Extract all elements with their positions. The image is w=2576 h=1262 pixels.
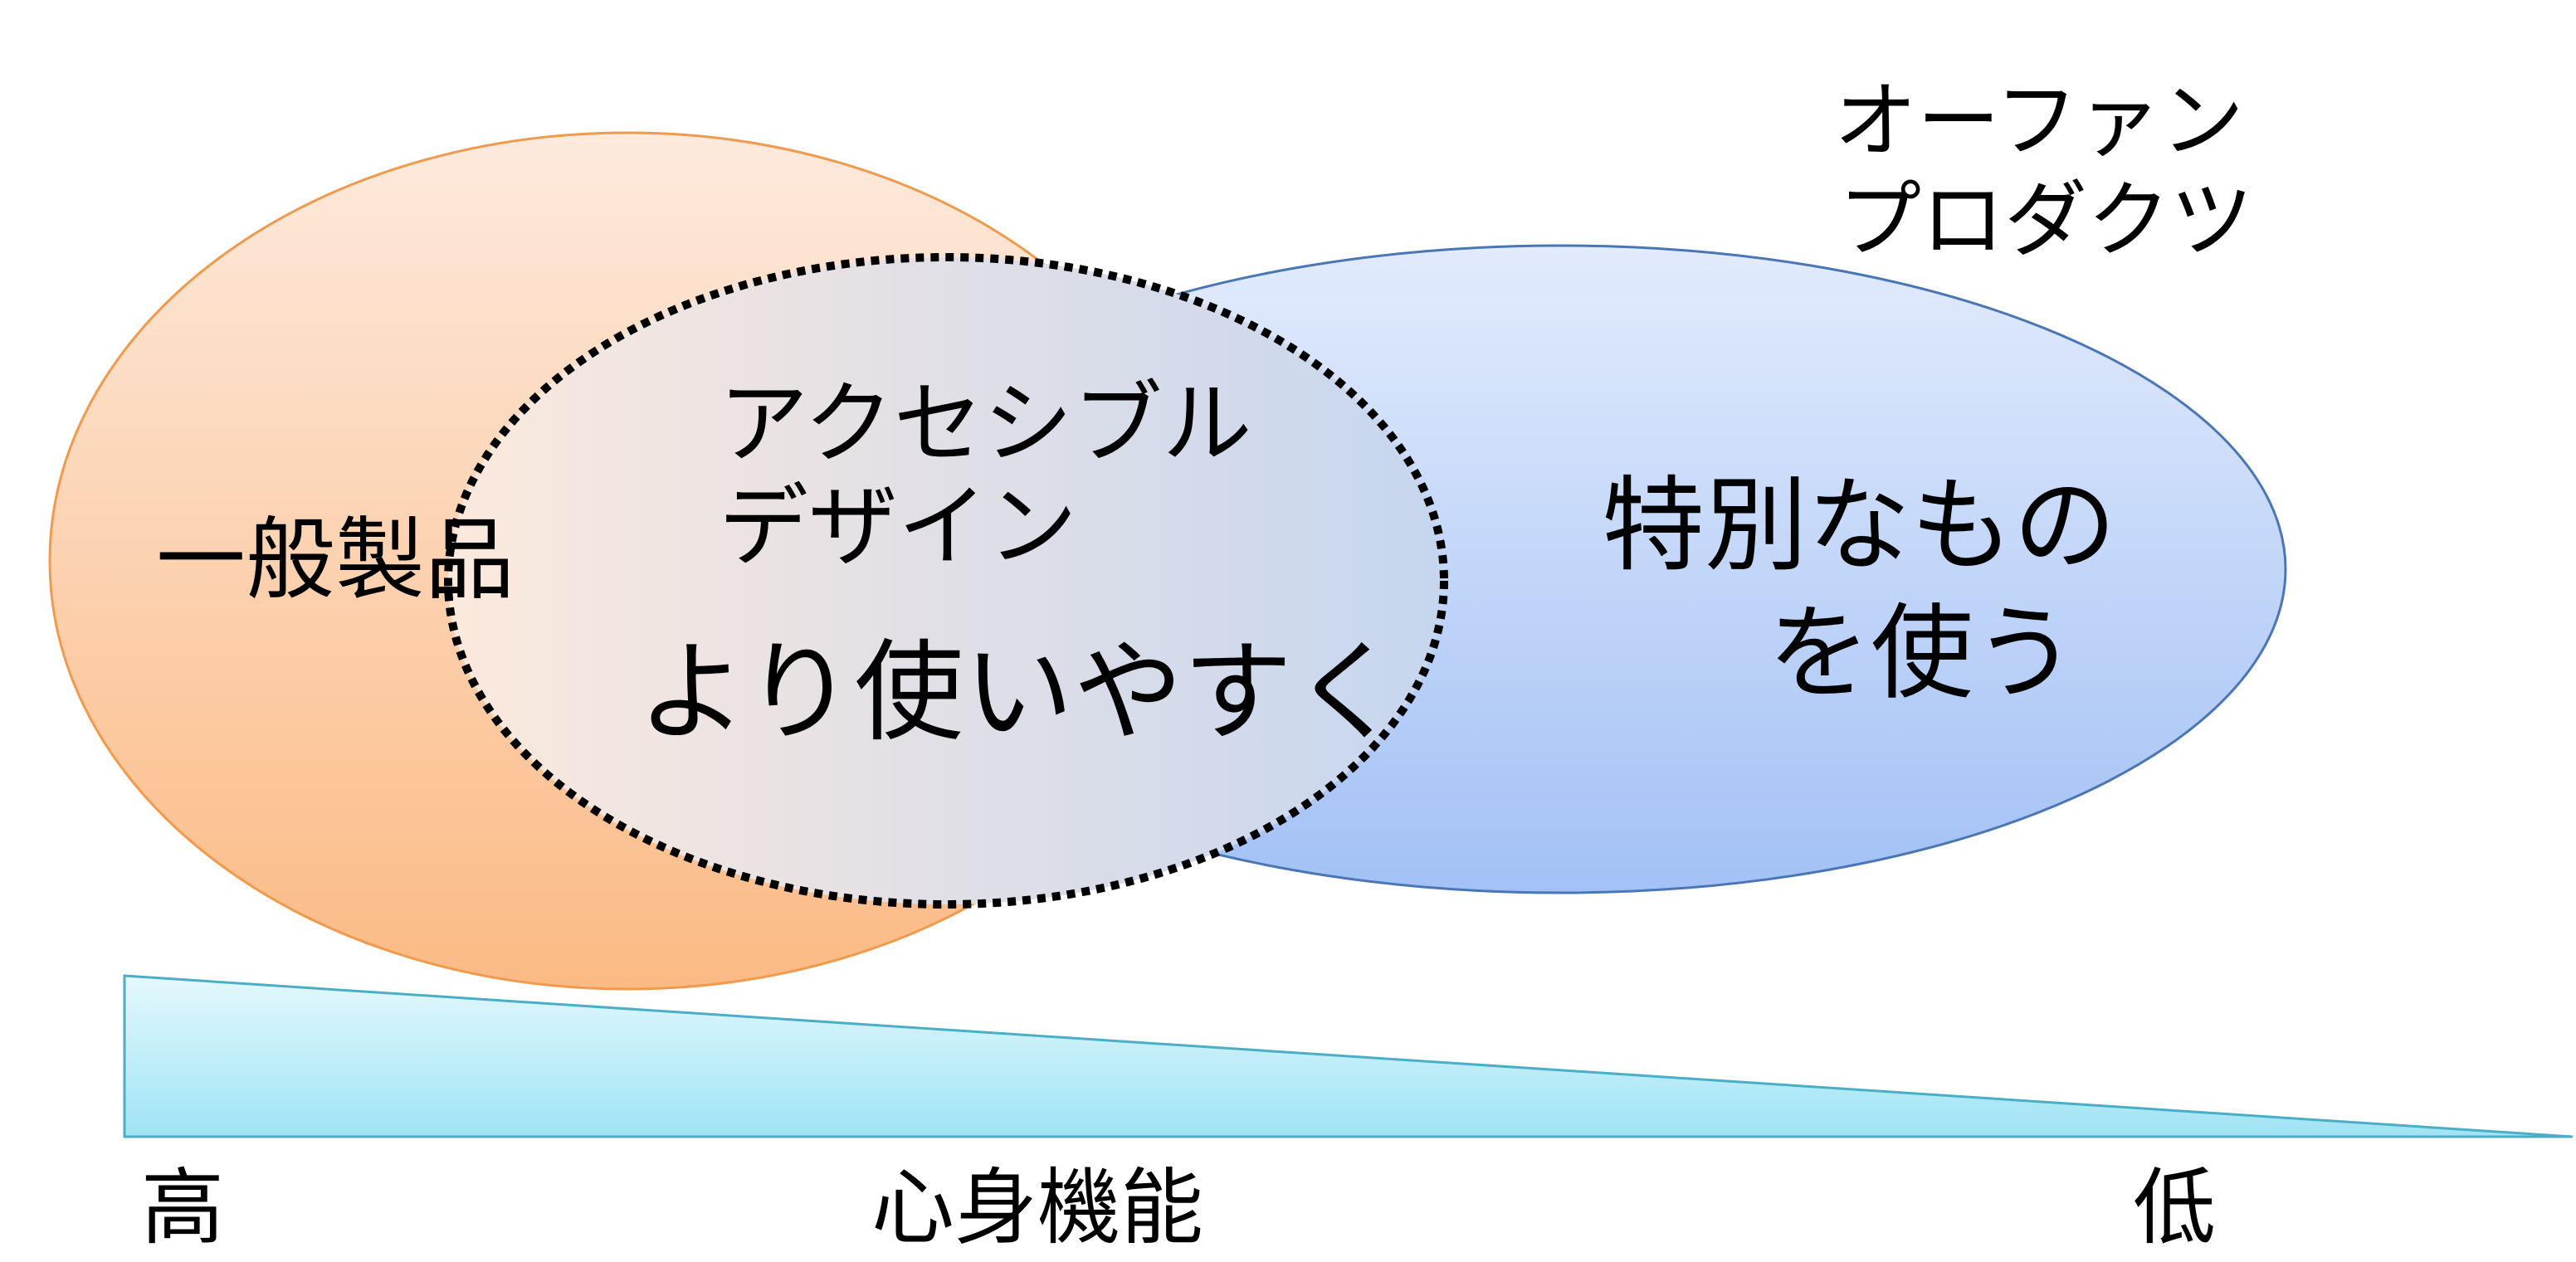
orphan-heading-line2: プロダクツ xyxy=(1838,172,2253,269)
accessible-design-ellipse xyxy=(444,253,1448,909)
axis-low-label: 低 xyxy=(2133,1159,2216,1256)
axis-high-label: 高 xyxy=(141,1159,224,1256)
accessible-sub-label: より使いやすく xyxy=(637,629,1402,757)
general-products-label: 一般製品 xyxy=(156,509,515,612)
axis-title: 心身機能 xyxy=(871,1159,1203,1256)
accessible-label-line2: デザイン xyxy=(719,475,1077,579)
orphan-label-line2: を使う xyxy=(1768,594,2076,714)
orphan-heading-line1: オーファン xyxy=(1834,72,2244,169)
function-gradient-triangle xyxy=(123,974,2574,1138)
orphan-label-line1: 特別なもの xyxy=(1602,466,2116,586)
accessible-label-line1: アクセシブル xyxy=(719,373,1252,476)
